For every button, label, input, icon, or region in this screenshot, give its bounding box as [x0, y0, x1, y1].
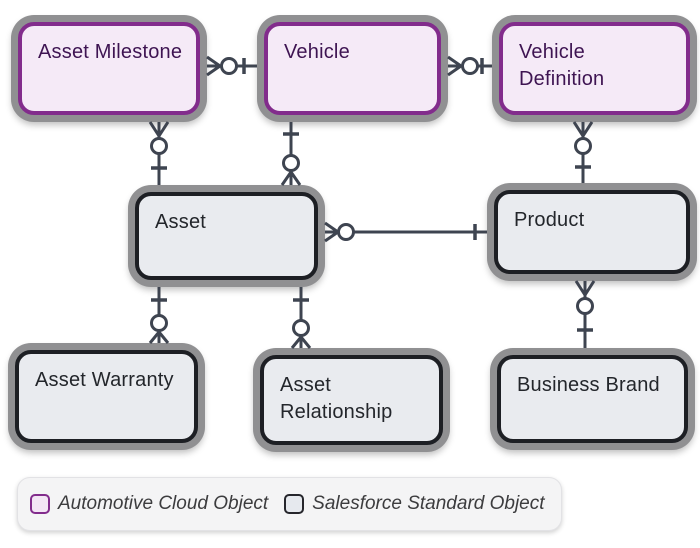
legend: Automotive Cloud Object Salesforce Stand…	[17, 477, 562, 531]
entity-business-brand: Business Brand	[497, 355, 688, 443]
entity-asset-warranty: Asset Warranty	[15, 350, 198, 443]
connector-vehicle-asset	[280, 122, 302, 186]
entity-label: Business Brand	[517, 374, 660, 396]
entity-asset-milestone: Asset Milestone	[18, 22, 200, 115]
legend-label: Automotive Cloud Object	[58, 493, 269, 514]
connector-vehicle-vehicle-definition	[447, 55, 492, 77]
legend-item-standard: Salesforce Standard Object	[284, 493, 545, 515]
entity-vehicle-definition: Vehicle Definition	[499, 22, 690, 115]
entity-label: Vehicle	[284, 41, 350, 63]
connector-asset-milestone-vehicle	[206, 55, 257, 77]
entity-label: Asset	[155, 211, 207, 233]
entity-vehicle: Vehicle	[264, 22, 441, 115]
entity-asset: Asset	[135, 192, 318, 280]
automotive-cloud-object-swatch-icon	[30, 494, 50, 514]
connector-product-business-brand	[574, 280, 596, 348]
connector-asset-asset-relationship	[290, 287, 312, 349]
entity-label: Asset Milestone	[38, 41, 183, 63]
connector-vehicle-definition-product	[572, 121, 594, 183]
entity-label: Product	[514, 209, 585, 231]
entity-label: Asset Warranty	[35, 369, 174, 391]
entity-label: Asset Relationship	[280, 374, 393, 423]
entity-asset-relationship: Asset Relationship	[260, 355, 443, 445]
legend-item-automotive: Automotive Cloud Object	[30, 493, 268, 515]
entity-product: Product	[494, 190, 690, 274]
legend-label: Salesforce Standard Object	[312, 493, 545, 514]
connector-asset-asset-warranty	[148, 287, 170, 344]
connector-asset-milestone-asset	[148, 121, 170, 185]
connector-asset-product	[324, 221, 487, 243]
entity-label: Vehicle Definition	[519, 41, 605, 90]
salesforce-standard-object-swatch-icon	[284, 494, 305, 514]
